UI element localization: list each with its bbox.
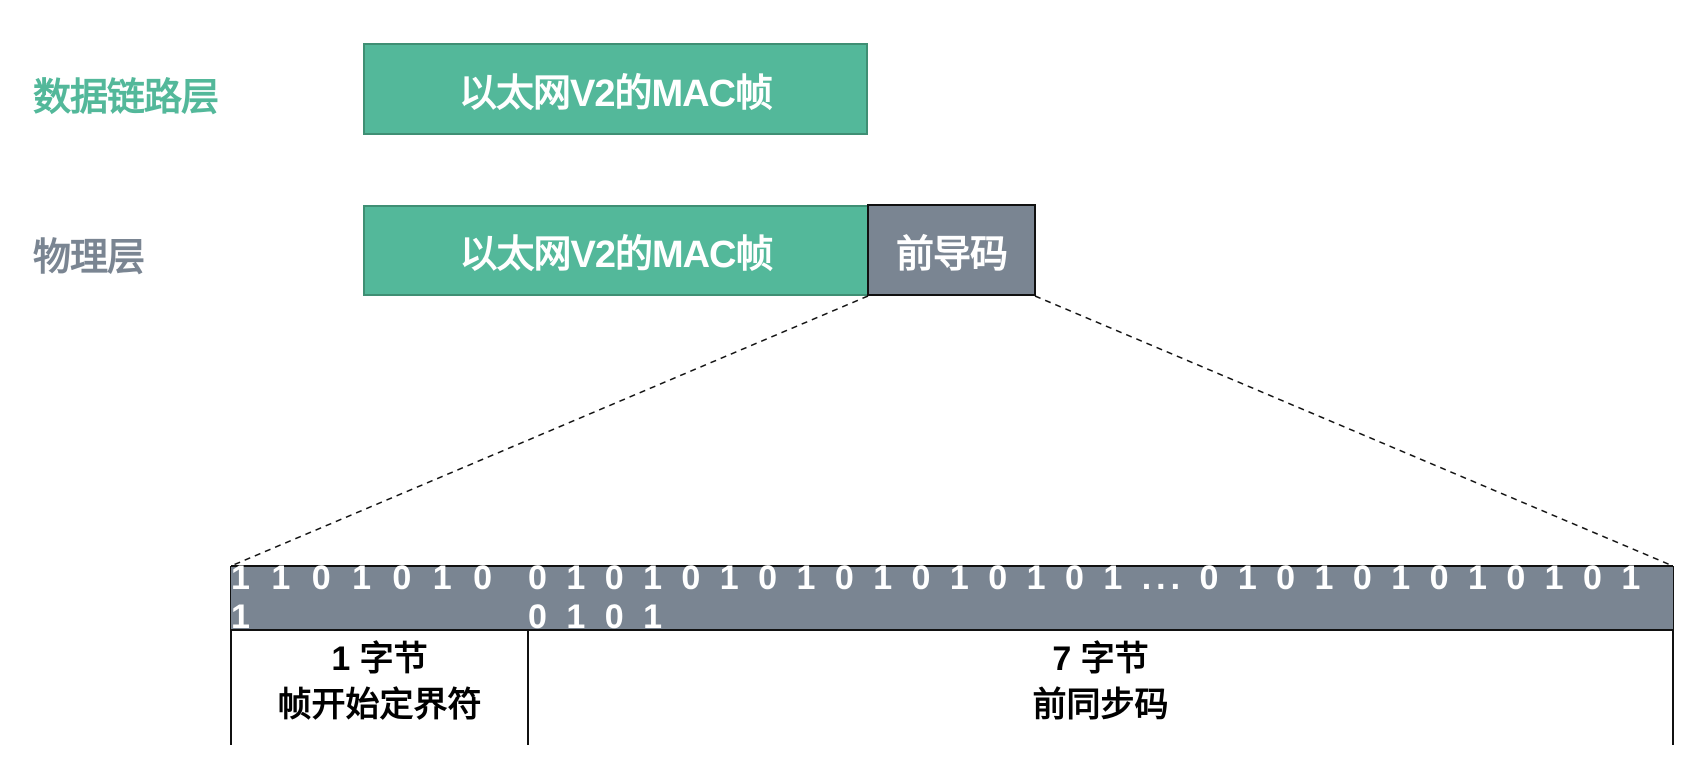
zoom-line-right xyxy=(1034,295,1674,567)
mac-frame-box-physical: 以太网V2的MAC帧 xyxy=(363,205,869,296)
sync-name: 前同步码 xyxy=(1032,686,1169,724)
preamble-box: 前导码 xyxy=(867,204,1036,296)
data-link-layer-label: 数据链路层 xyxy=(33,77,219,119)
sync-bits: 0 1 0 1 0 1 0 1 0 1 0 1 0 1 0 1 ... 0 1 … xyxy=(528,559,1673,636)
sync-size: 7 字节 xyxy=(1052,640,1149,678)
sfd-size: 1 字节 xyxy=(331,640,428,678)
mac-frame-box-datalink: 以太网V2的MAC帧 xyxy=(363,43,868,135)
sfd-bits: 1 1 0 1 0 1 0 1 xyxy=(231,559,528,636)
sfd-description: 1 字节 帧开始定界符 xyxy=(231,632,528,732)
physical-layer-label: 物理层 xyxy=(33,237,145,279)
zoom-line-left xyxy=(230,295,869,567)
sync-description: 7 字节 前同步码 xyxy=(528,632,1673,732)
sfd-name: 帧开始定界符 xyxy=(277,686,482,724)
